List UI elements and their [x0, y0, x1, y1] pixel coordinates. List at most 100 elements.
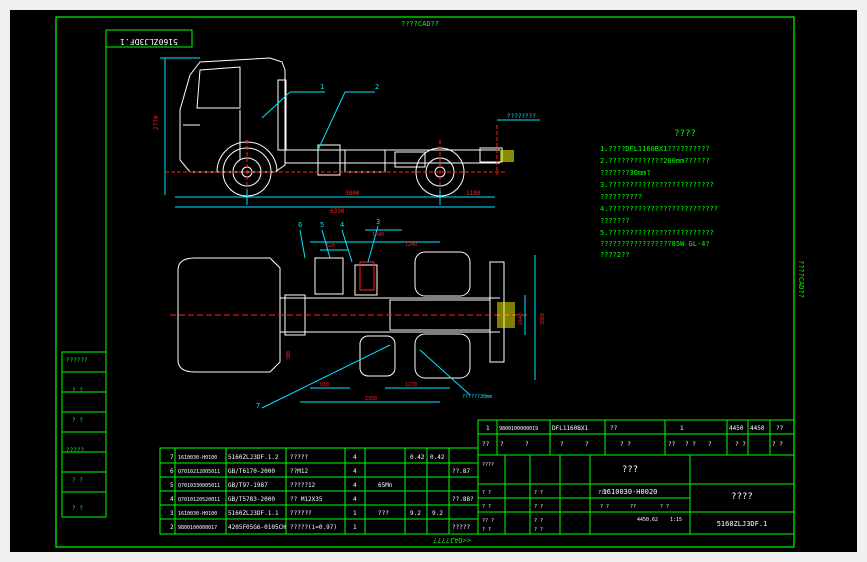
svg-text:Q7010330005011: Q7010330005011 — [178, 483, 220, 489]
left-strip-cell: ? ? — [72, 387, 83, 394]
svg-text:1: 1 — [353, 510, 357, 517]
weight: 4450.62 — [637, 517, 658, 523]
svg-text:??.88?: ??.88? — [452, 496, 474, 503]
exhaust-stack — [277, 79, 287, 151]
note-line: ?????????? — [600, 193, 642, 201]
left-strip-cell: ? ? — [72, 417, 83, 424]
title-block — [477, 419, 795, 535]
air-tank — [394, 151, 426, 168]
company-name: ???? — [731, 492, 753, 502]
svg-text:? ?: ? ? — [482, 490, 491, 496]
svg-text:DFL1160BX1: DFL1160BX1 — [552, 425, 589, 432]
svg-text:65Mn: 65Mn — [378, 482, 393, 489]
top-hitch-marker — [497, 302, 515, 328]
svg-text:7: 7 — [170, 454, 174, 461]
svg-text:??: ?? — [668, 441, 676, 448]
part-number: 5160ZLJ3DF.1 — [717, 520, 768, 528]
side-view — [179, 57, 503, 197]
bom-row: 5 Q7010330005011 GB/T97-1987 ?????12 4 6… — [170, 482, 393, 489]
dim-wheelbase: 3800 — [345, 190, 360, 197]
notes-block: 1.????DFL1160BX1?????????? 2.???????????… — [600, 145, 718, 259]
svg-text:? ?: ? ? — [685, 441, 696, 448]
side-callout-1: 1 — [320, 83, 324, 91]
svg-text:4450: 4450 — [729, 425, 744, 432]
side-dimensions — [160, 57, 540, 208]
bom-row: 4 Q7010120520011 GB/T5783-2000 ?? M12X35… — [170, 496, 474, 503]
svg-text:? ?: ? ? — [735, 441, 746, 448]
svg-text:4450: 4450 — [750, 425, 765, 432]
note-line: 3.????????????????????????? — [600, 181, 714, 189]
svg-text:1: 1 — [486, 425, 490, 432]
svg-text:3: 3 — [170, 510, 174, 517]
top-dim-1640: 1640 — [372, 232, 384, 238]
top-callout-3: 3 — [376, 218, 380, 226]
left-strip-cell: ????? — [66, 447, 84, 454]
svg-text:GB/T97-1987: GB/T97-1987 — [228, 482, 268, 489]
svg-text:5160ZLJ3DF.1.1: 5160ZLJ3DF.1.1 — [228, 510, 279, 517]
svg-text:9.2: 9.2 — [432, 510, 443, 517]
svg-text:??M12: ??M12 — [290, 468, 308, 475]
top-callout-4: 4 — [340, 221, 344, 229]
svg-text:1: 1 — [680, 425, 684, 432]
svg-text:? ?: ? ? — [482, 527, 491, 533]
svg-text:1610030-H0100: 1610030-H0100 — [178, 455, 217, 461]
scale-cell: ? ? — [600, 504, 609, 510]
top-dim-910: 910 — [320, 382, 329, 388]
bottom-title: <<OAJ???? — [433, 536, 471, 544]
svg-text:4: 4 — [353, 482, 357, 489]
note-line: ??????? — [600, 217, 630, 225]
svg-text:?: ? — [500, 441, 504, 448]
note-line: ????2?? — [600, 251, 630, 259]
rear-note: ???????? — [507, 113, 536, 120]
svg-text:GB/T6170-2000: GB/T6170-2000 — [228, 468, 275, 475]
left-strip — [61, 351, 107, 518]
right-vertical-title: ????CAD?? — [797, 260, 805, 298]
svg-text:9800100000017: 9800100000017 — [178, 525, 217, 531]
note-line: 2.?????????????200mm?????? — [600, 157, 710, 165]
side-callout-2: 2 — [375, 83, 379, 91]
svg-text:?: ? — [708, 441, 712, 448]
svg-text:0.42: 0.42 — [410, 454, 425, 461]
rear-hitch-marker — [500, 150, 514, 162]
rear-tire-top-right — [414, 333, 471, 379]
fuel-tank-top — [314, 257, 344, 295]
top-dimensions — [261, 225, 536, 409]
dim-total: 6330 — [330, 208, 345, 215]
svg-text:?: ? — [560, 441, 564, 448]
top-callout-6: 6 — [298, 221, 302, 229]
svg-text:??: ?? — [482, 441, 490, 448]
svg-text:?????: ????? — [290, 454, 308, 461]
svg-text:1610030-H0100: 1610030-H0100 — [178, 511, 217, 517]
title-name: ??? — [622, 465, 638, 475]
left-strip-cell: ? ? — [72, 505, 83, 512]
top-view — [177, 251, 505, 379]
cab-top — [177, 257, 281, 373]
drawing-number: 1610030-H0020 — [603, 488, 658, 496]
svg-text:????: ???? — [482, 462, 494, 468]
bom-table — [159, 447, 479, 535]
top-title: ????CAD?? — [401, 20, 439, 28]
svg-text:? ?: ? ? — [772, 441, 783, 448]
hydraulic-pump-marker — [359, 261, 375, 291]
cab-outline — [179, 57, 286, 173]
drawing-frame — [55, 16, 795, 548]
bom-row: 3 1610030-H0100 5160ZLJ3DF.1.1 ?????? 1 … — [170, 510, 443, 517]
note-line: ?????????????????85W GL-4? — [600, 240, 710, 248]
svg-text:9800100000019: 9800100000019 — [499, 426, 538, 432]
svg-text:?????(i=0.97): ?????(i=0.97) — [290, 524, 337, 531]
notes-heading: ???? — [674, 129, 696, 139]
svg-text:??: ?? — [610, 425, 618, 432]
side-centerlines — [165, 125, 505, 205]
svg-text:?????: ????? — [452, 524, 470, 531]
svg-text:4: 4 — [353, 468, 357, 475]
dim-overhang: 1180 — [466, 190, 481, 197]
note-line: 5.????????????????????????? — [600, 229, 714, 237]
svg-text:4: 4 — [353, 496, 357, 503]
battery-box — [344, 149, 386, 173]
svg-text:??: ?? — [776, 425, 784, 432]
svg-text:??????: ?????? — [290, 510, 312, 517]
top-dim-520: 520 — [326, 243, 335, 249]
bom-row: 6 Q7010212005011 GB/T6170-2000 ??M12 4 ?… — [170, 468, 470, 475]
svg-text:?? M12X35: ?? M12X35 — [290, 496, 323, 503]
svg-text:5160ZLJ3DF.1.2: 5160ZLJ3DF.1.2 — [228, 454, 279, 461]
